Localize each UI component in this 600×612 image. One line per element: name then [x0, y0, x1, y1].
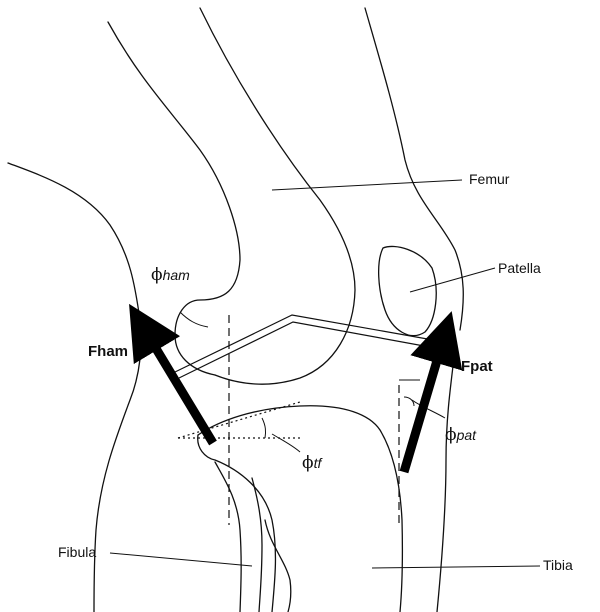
tibial-plateau-tangent	[177, 401, 301, 439]
phi-tf-arc	[261, 417, 267, 439]
fibula-inner-line	[251, 477, 263, 612]
fibula-label: Fibula	[58, 544, 97, 560]
femur-posterior-contour	[107, 21, 241, 376]
tendon-line-outer	[174, 314, 451, 373]
fham-arrow	[129, 303, 217, 446]
fibula-outline	[214, 461, 242, 612]
phi-ham-label: ϕham	[151, 267, 190, 284]
phi-ham-arc	[179, 311, 209, 328]
femur-anterior-contour	[199, 7, 356, 385]
phi-symbol: ϕ	[151, 265, 163, 285]
patella-label: Patella	[498, 260, 541, 276]
phi-pat-arc	[403, 396, 415, 407]
fham-label: Fham	[88, 343, 129, 360]
fpat-label: Fpat	[461, 358, 493, 375]
fpat-arrow	[399, 311, 463, 474]
phi-pat-subscript: pat	[456, 427, 477, 443]
tibia-leader	[371, 565, 541, 569]
phi-pat-leader	[411, 399, 446, 419]
patella-outline	[377, 245, 437, 337]
fibula-leader	[109, 552, 253, 567]
phi-pat-label: ϕpat	[445, 427, 476, 444]
tendon-line-inner	[178, 321, 447, 379]
phi-symbol: ϕ	[445, 425, 457, 445]
tibia-posterior-contour	[197, 434, 277, 612]
phi-tf-label: ϕtf	[302, 455, 321, 472]
anterior-skin-outline-upper	[364, 7, 464, 331]
phi-tf-subscript: tf	[313, 455, 322, 471]
fibula-detail	[264, 519, 292, 612]
phi-symbol: ϕ	[302, 453, 314, 473]
tibia-label: Tibia	[543, 557, 573, 573]
phi-tf-leader	[271, 433, 301, 453]
phi-ham-subscript: ham	[162, 267, 190, 283]
patella-leader	[409, 267, 496, 293]
force-arrows	[129, 303, 463, 474]
femur-leader	[271, 179, 463, 191]
femur-label: Femur	[469, 171, 510, 187]
anterior-skin-outline-lower	[436, 349, 456, 612]
tibia-plateau	[197, 405, 404, 612]
